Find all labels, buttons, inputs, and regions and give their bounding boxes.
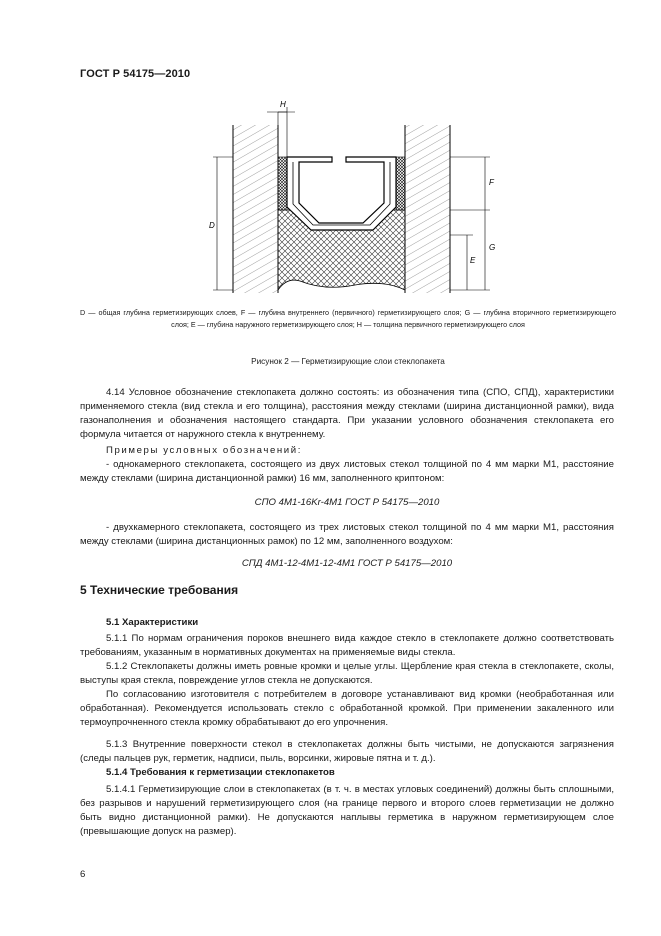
clause-5-1-1: 5.1.1 По нормам ограничения пороков внеш…	[80, 633, 614, 658]
clause-5-1-2-cont: По согласованию изготовителя с потребите…	[80, 689, 614, 728]
clause-5-1-3: 5.1.3 Внутренние поверхности стекол в ст…	[80, 739, 614, 764]
secondary-sealant	[277, 209, 406, 292]
dimension-right: F G E	[450, 156, 495, 291]
clause-4-14: 4.14 Условное обозначение стеклопакета д…	[80, 387, 614, 440]
subsection-5-1: 5.1 Характеристики	[106, 617, 199, 628]
label-h: H	[280, 100, 286, 109]
section-5-title: 5 Технические требования	[80, 583, 239, 597]
example-1-formula: СПО 4М1-16Kr-4М1 ГОСТ Р 54175—2010	[254, 497, 440, 508]
right-glass-pane	[404, 125, 451, 293]
label-f: F	[489, 178, 495, 187]
left-glass-pane	[232, 125, 279, 293]
subsection-5-1-4: 5.1.4 Требования к герметизации стеклопа…	[106, 767, 335, 778]
page-number: 6	[80, 869, 86, 880]
spacer-frame	[286, 156, 397, 231]
dimension-h: H	[267, 100, 295, 157]
label-d: D	[209, 221, 215, 230]
primary-sealant-left	[277, 156, 288, 211]
clause-5-1-2: 5.1.2 Стеклопакеты должны иметь ровные к…	[80, 661, 614, 686]
example-2-formula: СПД 4М1-12-4М1-12-4М1 ГОСТ Р 54175—2010	[241, 558, 453, 569]
figure-legend: D — общая глубина герметизирующих слоев,…	[80, 308, 616, 329]
label-e: E	[470, 256, 476, 265]
example-1-text: - однокамерного стеклопакета, состоящего…	[80, 459, 614, 484]
example-2-text: - двухкамерного стеклопакета, состоящего…	[80, 522, 614, 547]
examples-heading: Примеры условных обозначений:	[106, 445, 302, 456]
sealing-layers-figure: H D F G E	[209, 100, 495, 293]
document-header: ГОСТ Р 54175—2010	[80, 68, 191, 80]
clause-5-1-4-1: 5.1.4.1 Герметизирующие слои в стеклопак…	[80, 784, 614, 837]
primary-sealant-right	[395, 156, 406, 211]
figure-caption: Рисунок 2 — Герметизирующие слои стеклоп…	[251, 357, 445, 366]
label-g: G	[489, 243, 495, 252]
dimension-d: D	[209, 156, 233, 291]
